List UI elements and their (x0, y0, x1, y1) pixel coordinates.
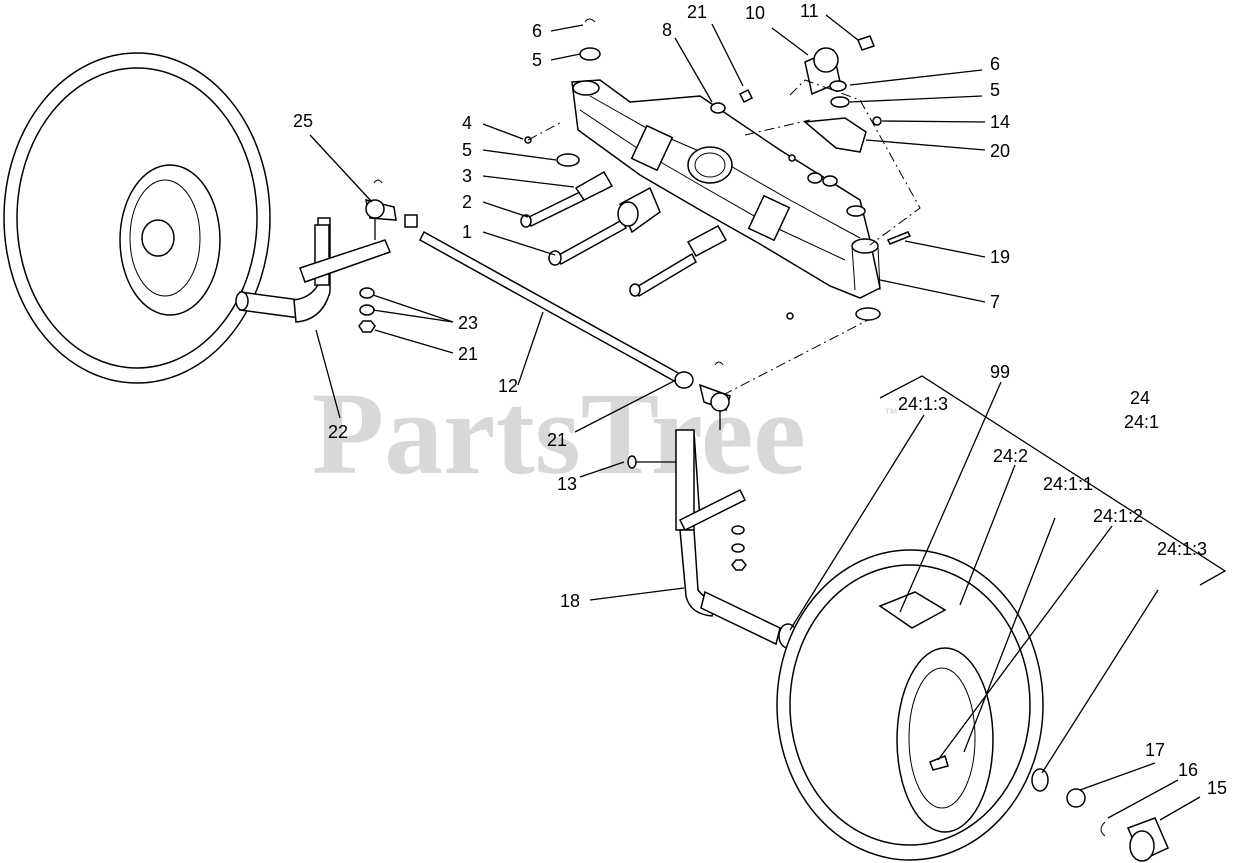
callout-20: 20 (990, 141, 1010, 161)
callout-24-1-3-upper: 24:1:3 (898, 394, 948, 414)
callout-21-left: 21 (458, 344, 478, 364)
wheel-hub-parts (1031, 768, 1169, 862)
leader-lines (309, 14, 1201, 821)
callout-3: 3 (462, 166, 472, 186)
callout-24-1-3-lower: 24:1:3 (1157, 539, 1207, 559)
callout-4: 4 (462, 113, 472, 133)
upper-bracket-assembly (527, 35, 921, 396)
watermark: PartsTree (312, 368, 806, 499)
callout-23: 23 (458, 313, 478, 333)
axle-beam (571, 79, 881, 299)
callout-24-1-2: 24:1:2 (1093, 506, 1143, 526)
callout-13: 13 (557, 474, 577, 494)
callout-10: 10 (745, 3, 765, 23)
callout-24-1: 24:1 (1124, 412, 1159, 432)
callout-8: 8 (662, 20, 672, 40)
callout-15: 15 (1207, 778, 1227, 798)
callout-24: 24 (1130, 388, 1150, 408)
callout-6-right: 6 (990, 54, 1000, 74)
callout-99: 99 (990, 362, 1010, 382)
callout-12: 12 (498, 376, 518, 396)
callout-24-1-1: 24:1:1 (1043, 474, 1093, 494)
callout-7: 7 (990, 292, 1000, 312)
callout-5-left: 5 (462, 140, 472, 160)
callout-21-top: 21 (687, 2, 707, 22)
callout-14: 14 (990, 112, 1010, 132)
callout-2: 2 (462, 192, 472, 212)
callout-17: 17 (1145, 740, 1165, 760)
callout-24-2: 24:2 (993, 446, 1028, 466)
left-tie-rod-end (365, 179, 418, 240)
callout-18: 18 (560, 591, 580, 611)
callout-1: 1 (462, 222, 472, 242)
watermark-trademark: ™ (884, 405, 898, 421)
callout-11: 11 (800, 1, 819, 21)
callout-5-top: 5 (532, 50, 542, 70)
wheel-assembly-bracket (879, 375, 1227, 586)
callout-6-top: 6 (532, 21, 542, 41)
callout-5-right: 5 (990, 80, 1000, 100)
pivot-bolts-and-bushings (520, 18, 796, 320)
left-hardware-stack (358, 287, 376, 333)
left-wheel (3, 52, 271, 384)
callout-21-middle: 21 (547, 430, 567, 450)
left-spindle (235, 217, 391, 323)
right-wheel (776, 549, 1044, 861)
callout-16: 16 (1178, 760, 1198, 780)
callout-19: 19 (990, 247, 1010, 267)
callout-22: 22 (328, 422, 348, 442)
callout-25: 25 (293, 111, 313, 131)
